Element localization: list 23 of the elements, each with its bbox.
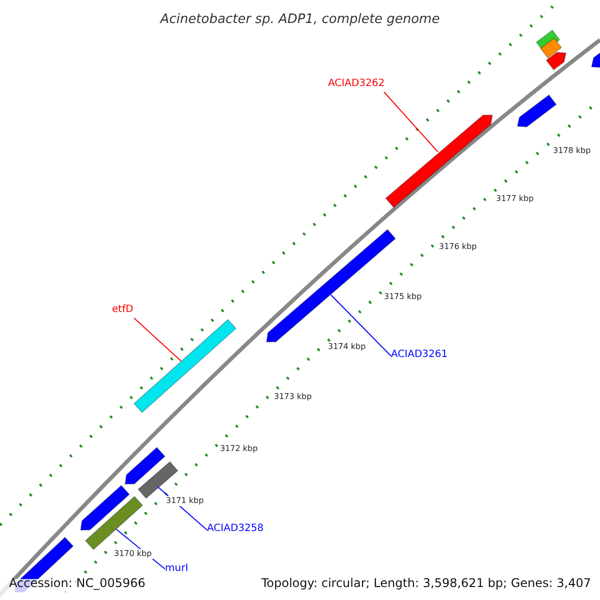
tick-label: 3178 kbp [552, 146, 592, 156]
tick-label: 3174 kbp [327, 342, 367, 352]
leader-line [134, 318, 182, 362]
tick-label: 3175 kbp [383, 292, 423, 302]
tick-label: 3172 kbp [219, 444, 259, 454]
genome-info-text: Topology: circular; Length: 3,598,621 bp; Genes: 3,407 [261, 576, 591, 590]
gene-feature [84, 496, 144, 550]
gene-label: ACIAD3261 [391, 349, 448, 361]
gene-label: ACIAD3258 [207, 523, 264, 535]
tick-label: 3173 kbp [273, 392, 313, 402]
accession-text: Accession: NC_005966 [9, 576, 146, 590]
gene-feature [133, 318, 237, 414]
tick-label: 3170 kbp [113, 549, 153, 559]
leader-line [330, 294, 392, 356]
title: Acinetobacter sp. ADP1, complete genome [158, 11, 441, 29]
tick-label: 3171 kbp [165, 496, 205, 506]
gene-label: murI [165, 563, 188, 575]
tick-label: 3177 kbp [495, 194, 535, 204]
leader-line [384, 92, 438, 152]
tick-label: 3176 kbp [438, 242, 478, 252]
gene-feature [385, 114, 493, 208]
gene-label: etfD [112, 304, 134, 316]
gene-label: ACIAD3262 [328, 78, 385, 90]
